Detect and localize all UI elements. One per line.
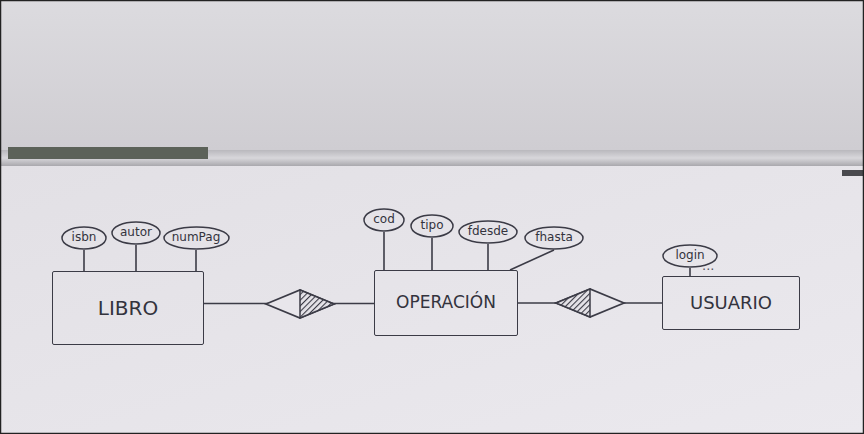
entity-box: USUARIO: [662, 276, 800, 330]
metal-bracket: [8, 147, 208, 159]
entity-box: LIBRO: [52, 271, 204, 345]
attribute-name: tipo: [421, 219, 444, 233]
board-surface: [0, 166, 864, 434]
attribute-line: [510, 250, 554, 270]
ellipsis-note: ...: [702, 258, 714, 273]
attribute-name: fhasta: [535, 231, 573, 245]
attribute-oval: isbn: [61, 226, 107, 250]
attribute-line: [689, 268, 691, 276]
entity-name: OPERACIÓN: [396, 293, 496, 313]
attribute-line: [487, 244, 489, 270]
relationship-diamond: [556, 289, 624, 317]
attribute-oval: fhasta: [524, 226, 584, 250]
attribute-name: login: [675, 249, 704, 263]
attribute-oval: numPag: [163, 226, 230, 250]
attribute-line: [83, 250, 85, 271]
wall: [0, 0, 864, 150]
attribute-name: numPag: [172, 231, 221, 245]
entity-box: OPERACIÓN: [374, 270, 518, 336]
attribute-line: [195, 250, 197, 271]
attribute-oval: cod: [363, 208, 405, 232]
attribute-name: autor: [120, 226, 152, 240]
attribute-name: isbn: [72, 231, 97, 245]
relationship-diamond: [266, 290, 334, 318]
attribute-name: cod: [373, 213, 395, 227]
metal-bracket: [842, 170, 864, 176]
attribute-name: fdesde: [468, 225, 508, 239]
entity-name: USUARIO: [690, 293, 772, 314]
attribute-oval: tipo: [410, 214, 454, 238]
attribute-oval: autor: [111, 221, 161, 245]
attribute-line: [383, 232, 385, 270]
entity-name: LIBRO: [98, 297, 158, 320]
attribute-line: [431, 238, 433, 270]
attribute-oval: fdesde: [458, 220, 518, 244]
attribute-line: [135, 245, 137, 271]
